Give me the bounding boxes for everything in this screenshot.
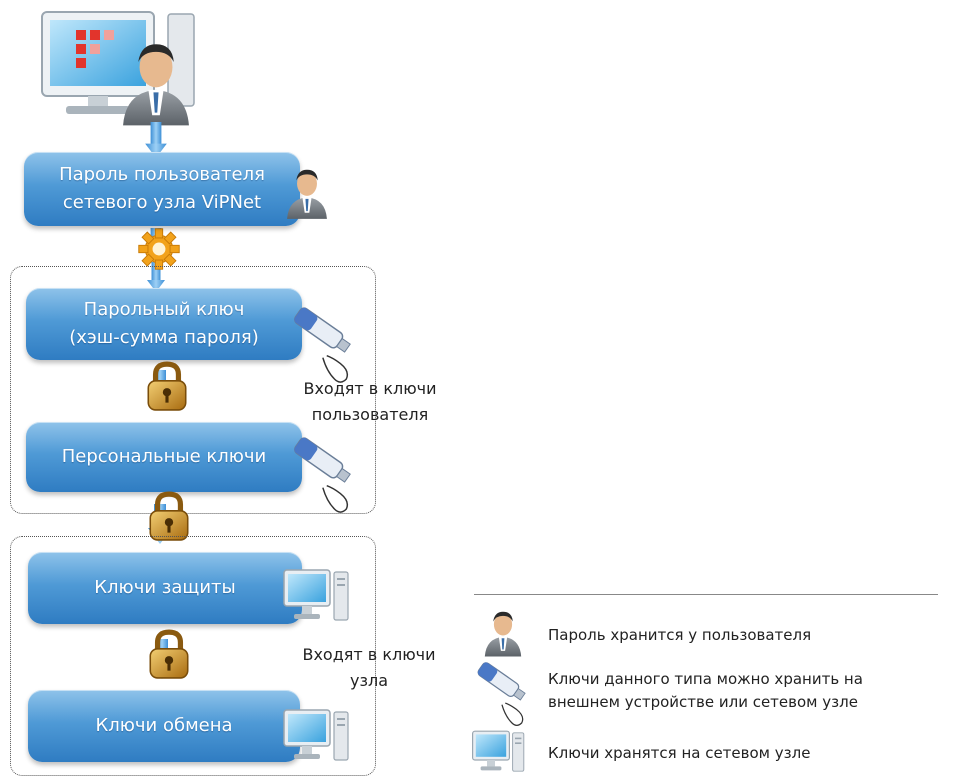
node-exchange-keys: Ключи обмена <box>28 690 300 762</box>
computer-icon <box>283 569 349 621</box>
legend-user-text: Пароль хранится у пользователя <box>548 626 812 644</box>
node-password-key-line2: (хэш-сумма пароля) <box>69 327 259 348</box>
node-password-key: Парольный ключ (хэш-сумма пароля) <box>26 288 302 360</box>
legend-divider <box>474 594 938 595</box>
legend-token-line2: внешнем устройстве или сетевом узле <box>548 693 858 711</box>
caption-user-keys-line1: Входят в ключи <box>303 379 437 398</box>
caption-node-keys-line2: узла <box>349 671 388 690</box>
computer-icon <box>471 730 525 772</box>
node-protection-keys: Ключи защиты <box>28 552 302 624</box>
user-icon <box>287 169 327 219</box>
group-user-keys <box>10 266 376 514</box>
node-personal-keys-label: Персональные ключи <box>61 446 267 467</box>
usb-token-icon <box>292 435 354 513</box>
legend-token-text: Ключи данного типа можно хранить на внеш… <box>548 668 863 714</box>
caption-node-keys-line1: Входят в ключи <box>302 645 436 664</box>
caption-user-keys: Входят в ключи пользователя <box>286 376 454 428</box>
user-icon <box>484 611 522 657</box>
computer-with-user-icon <box>41 11 195 126</box>
node-user-password: Пароль пользователя сетевого узла ViPNet <box>24 152 300 226</box>
legend-token-line1: Ключи данного типа можно хранить на <box>548 670 863 688</box>
node-protection-keys-label: Ключи защиты <box>94 577 236 598</box>
caption-node-keys: Входят в ключи узла <box>284 642 454 694</box>
padlock-icon <box>144 360 190 412</box>
padlock-icon <box>146 628 192 680</box>
usb-token-icon <box>475 660 528 726</box>
node-exchange-keys-label: Ключи обмена <box>95 715 233 736</box>
group-node-keys <box>10 536 376 776</box>
node-personal-keys: Персональные ключи <box>26 422 302 492</box>
legend-node-text: Ключи хранятся на сетевом узле <box>548 744 811 762</box>
node-user-password-line1: Пароль пользователя <box>59 164 265 185</box>
caption-user-keys-line2: пользователя <box>311 405 429 424</box>
node-password-key-line1: Парольный ключ <box>83 299 245 320</box>
node-user-password-line2: сетевого узла ViPNet <box>62 192 262 213</box>
computer-icon <box>283 709 349 761</box>
padlock-icon <box>146 490 192 542</box>
